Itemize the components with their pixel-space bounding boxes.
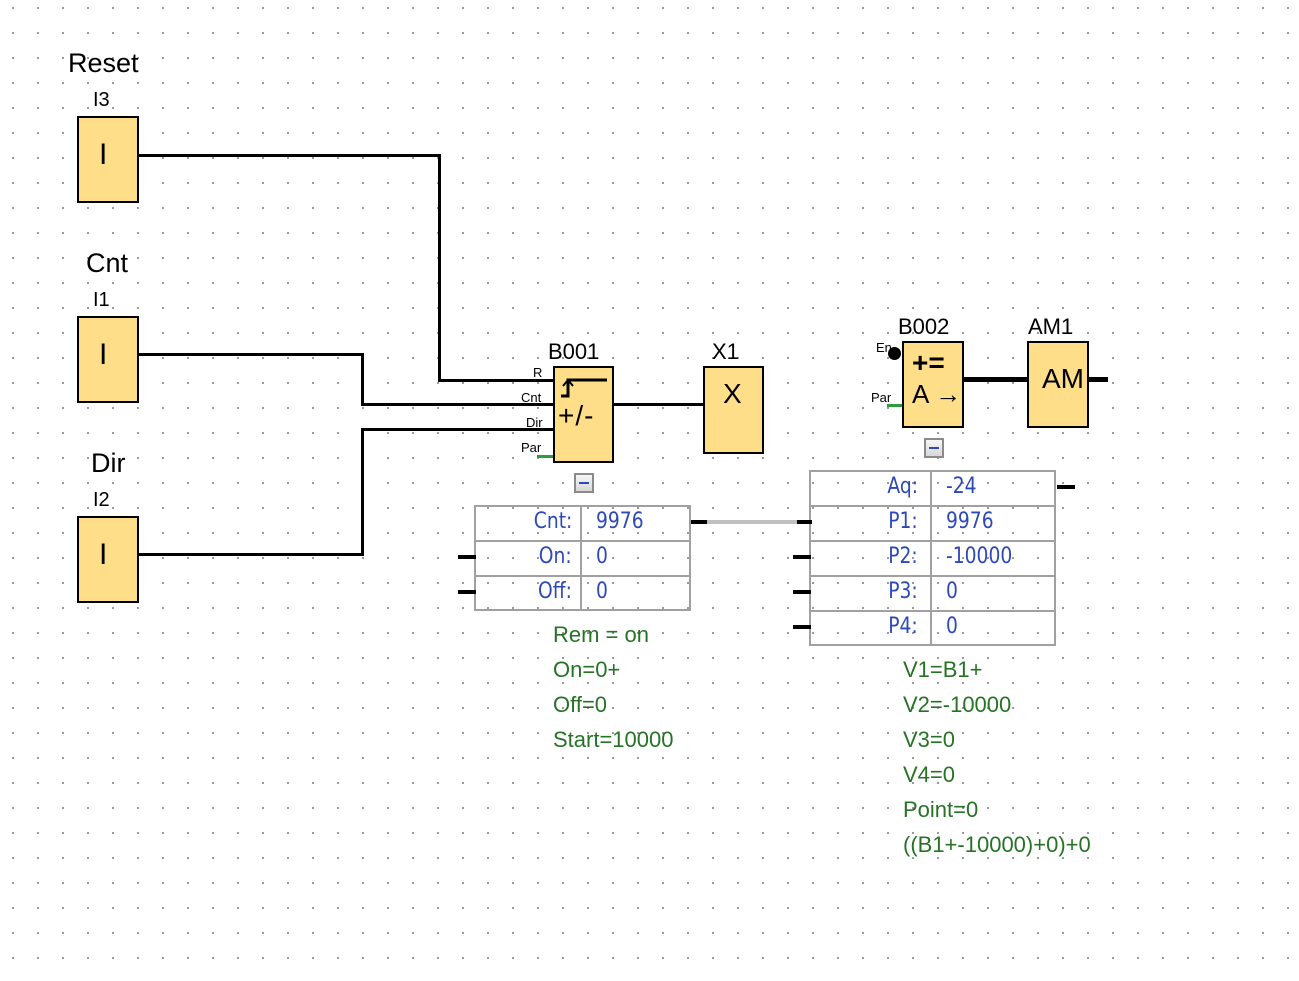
- note-line: V1=B1+: [903, 657, 983, 682]
- note-line: On=0+: [553, 657, 621, 682]
- param-value: 0: [596, 544, 608, 569]
- param-key: P4:: [888, 614, 918, 639]
- collapse-params-button[interactable]: [574, 473, 594, 493]
- param-key: Cnt:: [533, 509, 572, 534]
- pin-label-par: Par: [871, 390, 892, 405]
- input-block-body[interactable]: I: [77, 516, 139, 603]
- up-down-symbol: +/-: [558, 400, 595, 431]
- par-wire: [887, 404, 903, 407]
- am1-output-stub: [1087, 377, 1108, 382]
- pin-label-dir: Dir: [526, 415, 543, 430]
- param-key: P2:: [888, 544, 918, 569]
- block-id: AM1: [1028, 314, 1074, 339]
- param-key: P1:: [888, 509, 918, 534]
- param-row[interactable]: P1: 9976: [811, 505, 1054, 540]
- note-line: Point=0: [903, 797, 979, 822]
- param-row[interactable]: Cnt: 9976: [476, 507, 689, 542]
- counter-block-body[interactable]: +/-: [553, 366, 614, 463]
- param-key: P3:: [888, 579, 918, 604]
- param-row[interactable]: On: 0: [476, 540, 689, 575]
- param-row[interactable]: P2: -10000: [811, 540, 1054, 575]
- input-id: I1: [93, 289, 110, 311]
- pin-label-r: R: [533, 365, 543, 380]
- param-input-stub-off: [458, 590, 476, 594]
- param-key: Off:: [538, 579, 572, 604]
- collapse-params-button[interactable]: [924, 438, 944, 458]
- block-id: B001: [548, 339, 600, 364]
- note-line: ((B1+-10000)+0)+0: [903, 832, 1091, 857]
- input-symbol: I: [99, 338, 108, 371]
- block-id: B002: [898, 314, 950, 339]
- param-input-stub-on: [458, 555, 476, 559]
- output-block-body[interactable]: X: [703, 366, 764, 454]
- analog-flag-symbol: AM: [1042, 363, 1084, 394]
- output-symbol: X: [723, 378, 742, 409]
- param-value: 0: [596, 579, 608, 604]
- input-symbol: I: [99, 138, 108, 171]
- input-id: I3: [93, 89, 110, 111]
- note-line: Start=10000: [553, 727, 674, 752]
- param-value: -24: [946, 474, 977, 499]
- param-row[interactable]: P3: 0: [811, 575, 1054, 610]
- pin-label-en: En: [876, 340, 892, 355]
- b001-param-table: Cnt: 9976 On: 0 Off: 0: [474, 505, 691, 611]
- input-block-body[interactable]: I: [77, 116, 139, 203]
- param-row[interactable]: P4: 0: [811, 610, 1054, 645]
- block-id: X1: [712, 339, 739, 364]
- param-input-stub-p3: [793, 590, 811, 594]
- input-block-body[interactable]: I: [77, 316, 139, 403]
- param-key: On:: [539, 544, 572, 569]
- math-block-body[interactable]: += A →: [902, 341, 964, 428]
- param-key: Aq:: [887, 474, 918, 499]
- note-line: V4=0: [903, 762, 955, 787]
- negation-dot-icon: [888, 347, 901, 360]
- edge-trigger-icon: [561, 378, 607, 398]
- analog-flag-block-body[interactable]: AM: [1027, 341, 1089, 428]
- note-line: V2=-10000: [903, 692, 1012, 717]
- input-symbol: I: [99, 538, 108, 571]
- pin-label-cnt: Cnt: [521, 390, 542, 405]
- pin-label-par: Par: [521, 440, 542, 455]
- param-input-stub-p4: [793, 625, 811, 629]
- note-line: V3=0: [903, 727, 955, 752]
- param-row[interactable]: Aq: -24: [811, 472, 1054, 507]
- param-output-stub-aq: [1057, 485, 1075, 489]
- param-input-stub-p2: [793, 555, 811, 559]
- param-output-stub-cnt: [691, 520, 707, 524]
- note-line: Off=0: [553, 692, 608, 717]
- input-title: Dir: [91, 448, 126, 478]
- param-row[interactable]: Off: 0: [476, 575, 689, 610]
- param-value: 9976: [596, 509, 644, 534]
- par-wire: [537, 455, 554, 458]
- analog-output-symbol: A →: [912, 379, 962, 409]
- input-title: Cnt: [86, 248, 129, 278]
- param-value: 0: [946, 614, 958, 639]
- note-line: Rem = on: [553, 622, 649, 647]
- math-symbol: +=: [912, 347, 945, 378]
- param-value: 0: [946, 579, 958, 604]
- input-title: Reset: [68, 48, 139, 78]
- param-input-stub-p1: [797, 520, 812, 524]
- param-value: 9976: [946, 509, 994, 534]
- input-id: I2: [93, 489, 110, 511]
- param-value: -10000: [946, 544, 1013, 569]
- param-link-wire[interactable]: [707, 520, 797, 524]
- b002-param-table: Aq: -24 P1: 9976 P2: -10000 P3: 0 P4: 0: [809, 470, 1056, 646]
